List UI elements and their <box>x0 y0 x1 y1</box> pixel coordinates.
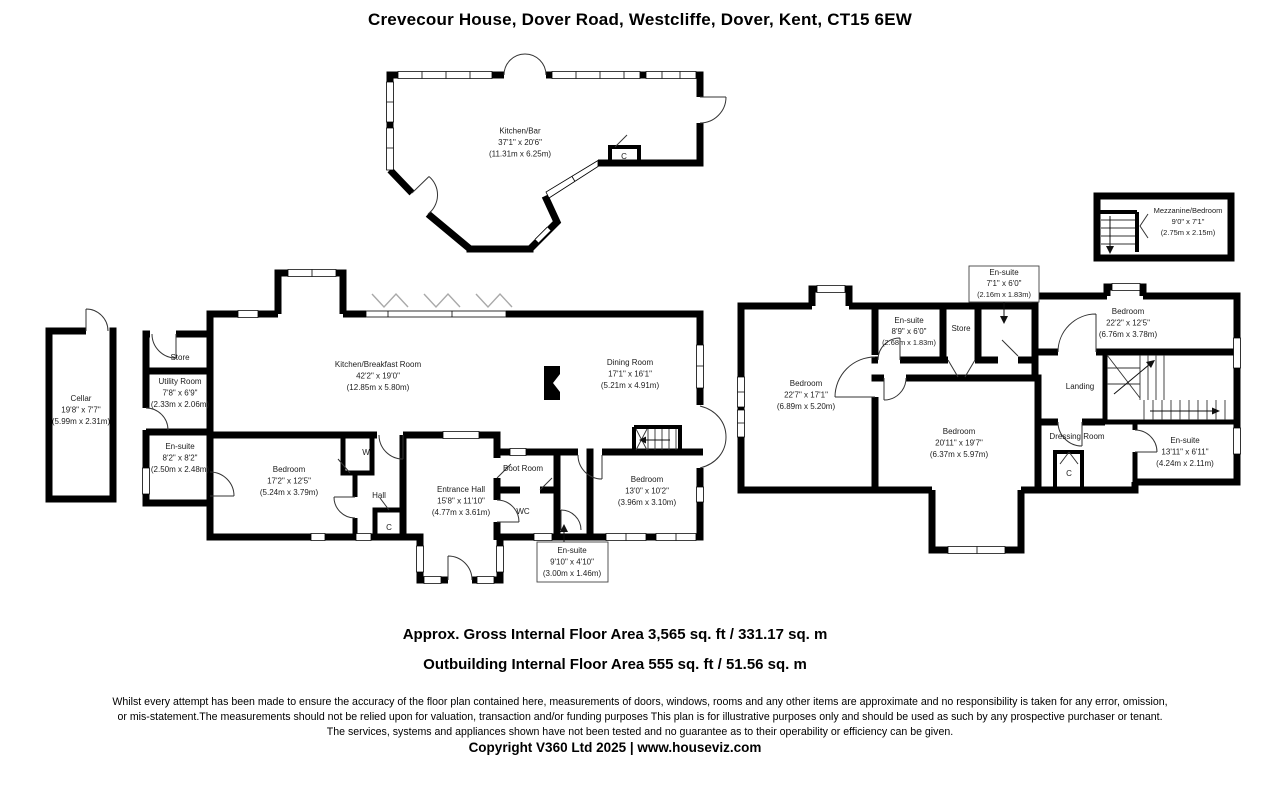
vaulted-ceiling-symbols <box>371 292 513 309</box>
gross-floor-area-text: Approx. Gross Internal Floor Area 3,565 … <box>402 626 828 643</box>
disclaimer-text: Whilst every attempt has been made to en… <box>30 695 1250 740</box>
mezzanine-dims-metric: (2.75m x 2.15m) <box>1161 228 1216 237</box>
outbuilding-floor-area-text: Outbuilding Internal Floor Area 555 sq. … <box>423 656 807 673</box>
bedroom-13-label: Bedroom 13'0" x 10'2" (3.96m x 3.10m) <box>618 475 677 507</box>
kitchen-bar-closet-label: C <box>621 152 627 161</box>
kitchen-bar-name: Kitchen/Bar <box>499 127 541 136</box>
svg-text:13'11" x 6'11": 13'11" x 6'11" <box>1161 448 1208 457</box>
svg-text:8'9" x 6'0": 8'9" x 6'0" <box>892 327 927 336</box>
svg-text:Entrance Hall: Entrance Hall <box>437 485 485 494</box>
folding-glazed-wall <box>365 310 507 318</box>
svg-text:Bedroom: Bedroom <box>273 465 306 474</box>
disclaimer-line-3: The services, systems and appliances sho… <box>326 726 954 738</box>
svg-text:20'11" x 19'7": 20'11" x 19'7" <box>935 439 983 448</box>
svg-text:(4.24m x 2.11m): (4.24m x 2.11m) <box>1156 459 1214 468</box>
cellar-dims-imperial: 19'8" x 7'7" <box>61 406 101 415</box>
kitchen-bar-label: Kitchen/Bar 37'1" x 20'6" (11.31m x 6.25… <box>489 127 551 159</box>
mezzanine-name: Mezzanine/Bedroom <box>1154 206 1223 215</box>
svg-text:Bedroom: Bedroom <box>1112 307 1145 316</box>
utility-label: Utility Room 7'8" x 6'9" (2.33m x 2.06m) <box>151 377 210 409</box>
svg-text:15'8" x 11'10": 15'8" x 11'10" <box>437 497 485 506</box>
svg-text:17'2" x 12'5": 17'2" x 12'5" <box>267 477 311 486</box>
mezzanine-room: Mezzanine/Bedroom 9'0" x 7'1" (2.75m x 2… <box>1093 192 1235 262</box>
ensuite-8-9-label: En-suite 8'9" x 6'0" (2.68m x 1.83m) <box>882 316 936 347</box>
landing-label: Landing <box>1066 382 1094 391</box>
svg-text:13'0" x 10'2": 13'0" x 10'2" <box>625 487 669 496</box>
svg-text:(2.50m x 2.48m): (2.50m x 2.48m) <box>151 465 210 474</box>
svg-text:Bedroom: Bedroom <box>631 475 664 484</box>
svg-text:7'1" x 6'0": 7'1" x 6'0" <box>987 279 1022 288</box>
right-house: C Bedroom 22'7" x 17'1" (6.89m x 5.20m) … <box>737 265 1241 554</box>
svg-text:(3.00m x 1.46m): (3.00m x 1.46m) <box>543 569 602 578</box>
svg-text:(5.21m x 4.91m): (5.21m x 4.91m) <box>601 381 660 390</box>
bedroom-17-label: Bedroom 17'2" x 12'5" (5.24m x 3.79m) <box>260 465 319 497</box>
svg-text:En-suite: En-suite <box>557 546 587 555</box>
store-left-label: Store <box>170 353 190 362</box>
svg-text:7'8" x 6'9": 7'8" x 6'9" <box>163 389 198 398</box>
kitchen-breakfast-label: Kitchen/Breakfast Room 42'2" x 19'0" (12… <box>335 360 422 392</box>
mezzanine-dims-imperial: 9'0" x 7'1" <box>1172 217 1205 226</box>
svg-text:(4.77m x 3.61m): (4.77m x 3.61m) <box>432 508 491 517</box>
svg-text:En-suite: En-suite <box>989 268 1019 277</box>
svg-text:22'2" x 12'5": 22'2" x 12'5" <box>1106 319 1150 328</box>
kitchen-bar-dims-imperial: 37'1" x 20'6" <box>498 138 542 147</box>
main-house: Store Utility Room 7'8" x 6'9" (2.33m x … <box>142 269 727 584</box>
ensuite-7-1-label-box: En-suite 7'1" x 6'0" (2.16m x 1.83m) <box>968 265 1040 324</box>
bedroom-20-11-label: Bedroom 20'11" x 19'7" (6.37m x 5.97m) <box>930 427 989 459</box>
disclaimer-line-2: or mis-statement.The measurements should… <box>117 711 1163 723</box>
svg-text:En-suite: En-suite <box>894 316 924 325</box>
entrance-hall-label: Entrance Hall 15'8" x 11'10" (4.77m x 3.… <box>432 485 491 517</box>
ensuite-left-label: En-suite 8'2" x 8'2" (2.50m x 2.48m) <box>151 442 210 474</box>
copyright-text: Copyright V360 Ltd 2025 | www.houseviz.c… <box>468 740 762 755</box>
svg-text:(2.68m x 1.83m): (2.68m x 1.83m) <box>882 338 936 347</box>
svg-text:Dining Room: Dining Room <box>607 358 654 367</box>
ensuite-13-11-label: En-suite 13'11" x 6'11" (4.24m x 2.11m) <box>1156 436 1214 468</box>
svg-text:42'2" x 19'0": 42'2" x 19'0" <box>356 372 400 381</box>
cellar-label: Cellar 19'8" x 7'7" (5.99m x 2.31m) <box>52 394 111 426</box>
svg-text:(6.89m x 5.20m): (6.89m x 5.20m) <box>777 402 836 411</box>
svg-text:En-suite: En-suite <box>165 442 195 451</box>
svg-text:17'1" x 16'1": 17'1" x 16'1" <box>608 370 652 379</box>
svg-text:9'10" x 4'10": 9'10" x 4'10" <box>550 558 594 567</box>
svg-text:Kitchen/Breakfast Room: Kitchen/Breakfast Room <box>335 360 422 369</box>
svg-text:(2.33m x 2.06m): (2.33m x 2.06m) <box>151 400 210 409</box>
svg-text:Bedroom: Bedroom <box>943 427 976 436</box>
boot-room-label: Boot Room <box>503 464 543 473</box>
svg-text:(2.16m x 1.83m): (2.16m x 1.83m) <box>977 290 1031 299</box>
svg-text:8'2" x 8'2": 8'2" x 8'2" <box>163 454 198 463</box>
svg-text:En-suite: En-suite <box>1170 436 1200 445</box>
right-closet-label: C <box>1066 469 1072 478</box>
svg-text:Bedroom: Bedroom <box>790 379 823 388</box>
page-title: Crevecour House, Dover Road, Westcliffe,… <box>368 10 912 29</box>
svg-text:(12.85m x 5.80m): (12.85m x 5.80m) <box>347 383 410 392</box>
dressing-room-label: Dressing Room <box>1049 432 1104 441</box>
svg-text:(6.37m x 5.97m): (6.37m x 5.97m) <box>930 450 989 459</box>
outbuilding-kitchen-bar: C Kitchen/Bar 37'1" x 20'6" (11.31m x 6.… <box>386 53 727 253</box>
wc-label: WC <box>516 507 530 516</box>
cellar-room: Cellar 19'8" x 7'7" (5.99m x 2.31m) <box>45 308 117 503</box>
svg-text:(6.76m x 3.78m): (6.76m x 3.78m) <box>1099 330 1158 339</box>
kitchen-bar-dims-metric: (11.31m x 6.25m) <box>489 150 551 159</box>
hall-label: Hall <box>372 491 386 500</box>
ensuite-9-label-box: En-suite 9'10" x 4'10" (3.00m x 1.46m) <box>536 524 609 583</box>
svg-text:(3.96m x 3.10m): (3.96m x 3.10m) <box>618 498 677 507</box>
disclaimer-line-1: Whilst every attempt has been made to en… <box>112 696 1168 708</box>
svg-text:Utility Room: Utility Room <box>158 377 201 386</box>
wardrobe-label: W <box>362 448 370 457</box>
svg-text:(5.24m x 3.79m): (5.24m x 3.79m) <box>260 488 319 497</box>
bedroom-22-7-label: Bedroom 22'7" x 17'1" (6.89m x 5.20m) <box>777 379 836 411</box>
cellar-dims-metric: (5.99m x 2.31m) <box>52 417 111 426</box>
dining-label: Dining Room 17'1" x 16'1" (5.21m x 4.91m… <box>601 358 660 390</box>
cellar-name: Cellar <box>71 394 92 403</box>
hall-closet-label: C <box>386 523 392 532</box>
fireplace-symbol <box>544 366 560 400</box>
svg-text:22'7" x 17'1": 22'7" x 17'1" <box>784 391 828 400</box>
store-right-label: Store <box>951 324 971 333</box>
mezzanine-label: Mezzanine/Bedroom 9'0" x 7'1" (2.75m x 2… <box>1154 206 1223 237</box>
bedroom-22-2-label: Bedroom 22'2" x 12'5" (6.76m x 3.78m) <box>1099 307 1158 339</box>
